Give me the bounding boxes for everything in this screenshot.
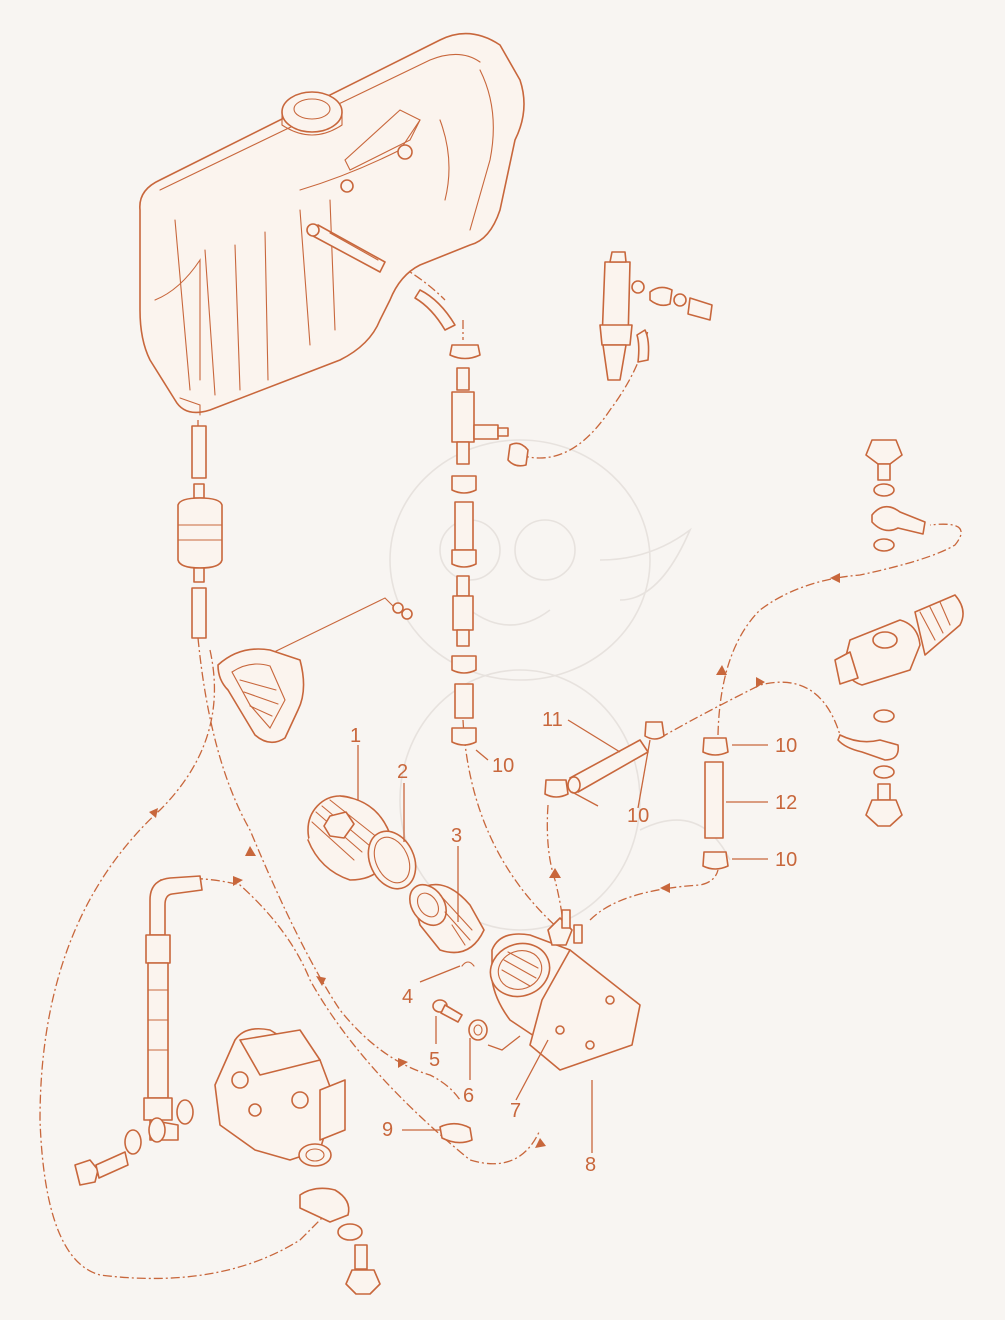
callout-10-center: 10 <box>492 755 514 777</box>
callout-labels: 1 2 3 4 5 6 7 8 9 10 10 10 10 11 12 <box>350 709 797 1176</box>
flow-arrow <box>660 883 670 893</box>
flow-arrow <box>716 665 727 675</box>
feed-pump-hose <box>74 875 203 1186</box>
flow-arrow <box>316 976 326 986</box>
washer-6 <box>468 1019 488 1041</box>
flow-arrows <box>149 573 840 1148</box>
callout-5: 5 <box>429 1049 440 1071</box>
callout-12: 12 <box>775 792 797 814</box>
fuel-injector <box>599 251 713 381</box>
inline-fuel-filter-line <box>177 425 223 639</box>
filter-element-3 <box>409 883 485 954</box>
flow-arrow <box>549 868 561 878</box>
callout-1: 1 <box>350 725 361 747</box>
flow-arrow <box>233 876 243 886</box>
callout-2: 2 <box>397 761 408 783</box>
callout-7: 7 <box>510 1100 521 1122</box>
flow-arrow <box>398 1058 408 1068</box>
flow-arrow <box>245 846 256 856</box>
callout-4: 4 <box>402 986 413 1008</box>
fuel-strainer <box>217 597 413 744</box>
watermark-mascot <box>389 439 731 931</box>
callout-10-left: 10 <box>627 805 649 827</box>
o-ring-4 <box>461 961 475 967</box>
mounting-bracket-8 <box>529 949 641 1071</box>
callout-8: 8 <box>585 1154 596 1176</box>
flow-arrow <box>756 677 765 688</box>
hose-11 <box>567 721 665 794</box>
clamp-left-11 <box>544 779 569 798</box>
callout-10-bottom-right: 10 <box>775 849 797 871</box>
flow-arrow <box>149 808 158 818</box>
banjo-fitting-bottom <box>299 1187 381 1295</box>
callout-9: 9 <box>382 1119 393 1141</box>
seal-ring-2 <box>367 830 417 890</box>
flow-arrow <box>830 573 840 583</box>
center-fuel-line <box>449 344 529 746</box>
fuel-tank <box>139 32 525 416</box>
callout-6: 6 <box>463 1085 474 1107</box>
banjo-bolt-top <box>865 439 926 552</box>
callout-3: 3 <box>451 825 462 847</box>
callout-11: 11 <box>542 709 563 731</box>
flow-arrow <box>535 1138 546 1148</box>
fuel-feed-pump <box>214 1027 346 1167</box>
tank-return-hose <box>306 223 456 331</box>
hose-clip-9 <box>439 1122 473 1144</box>
bolt-5 <box>432 999 463 1023</box>
callout-10-top-right: 10 <box>775 735 797 757</box>
callout-leaders <box>357 719 768 1153</box>
hose-12 <box>702 737 729 870</box>
pressure-relief-valve <box>834 594 964 827</box>
